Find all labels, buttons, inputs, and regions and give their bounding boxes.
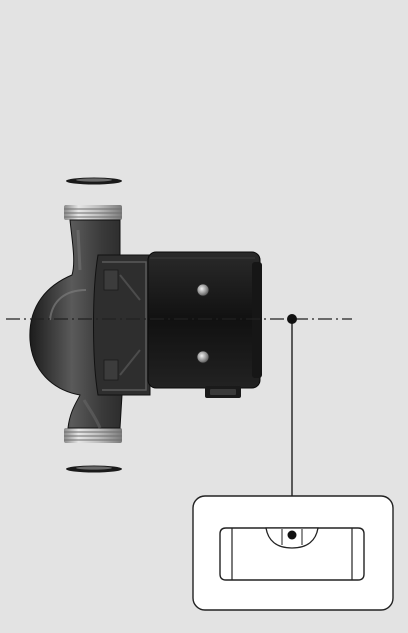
level-bubble — [287, 530, 297, 540]
motor-flange — [93, 254, 151, 396]
gasket-top — [66, 177, 122, 185]
gasket-bottom — [66, 465, 122, 473]
motor-screws — [196, 283, 210, 364]
terminal-box — [205, 386, 241, 398]
threaded-port-top — [64, 205, 122, 220]
threaded-port-bottom — [64, 428, 122, 443]
spirit-level-detail-box — [192, 495, 394, 611]
motor-body — [147, 251, 262, 389]
